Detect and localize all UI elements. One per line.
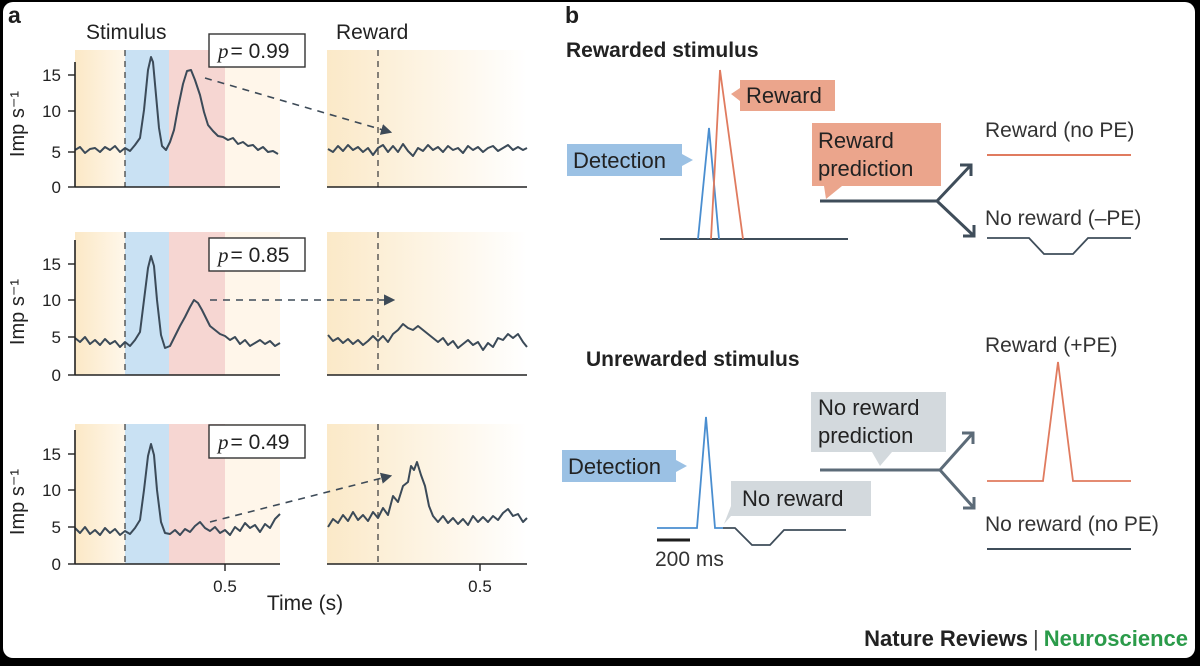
rewarded-fork-up-arrow [935, 163, 973, 203]
unrewarded-no-reward-label: No reward [742, 486, 843, 511]
row-3-reward-trace [327, 461, 528, 528]
panel-a-letter: a [8, 2, 21, 28]
no-reward-prediction-line1: No reward [818, 395, 919, 420]
row-2-ytick-10: 10 [42, 291, 61, 310]
rewarded-outcome-bottom-trace [987, 237, 1131, 255]
row-2-ytick-5: 5 [52, 328, 61, 347]
rewarded-fork-down-arrow [935, 199, 976, 238]
rewarded-detection-spike [697, 127, 720, 240]
row-1-value-window [169, 50, 225, 187]
row-1-reward-trace [327, 143, 528, 157]
reward-prediction-box [812, 123, 941, 186]
row-3-ytick-10: 10 [42, 481, 61, 500]
unrewarded-title: Unrewarded stimulus [586, 348, 800, 371]
panel-b-letter: b [565, 2, 579, 28]
row-3-stimulus-trace [74, 443, 281, 536]
row-1-baseline-bg [75, 50, 125, 187]
unrewarded-fork-up-arrow [938, 431, 975, 471]
row-1-reward-bg [327, 50, 527, 187]
unrewarded-fork-down-arrow [938, 468, 976, 510]
unrewarded-outcome-top-label: Reward (+PE) [985, 334, 1117, 357]
row-2-probability-box [208, 237, 306, 272]
row-3-ytick-15: 15 [42, 445, 61, 464]
row-3-ytick-0: 0 [52, 555, 61, 574]
row-3-arrow [209, 472, 393, 523]
reward-prediction-pointer [824, 186, 842, 199]
unrewarded-no-reward-box [731, 481, 871, 516]
row-1-ytick-5: 5 [52, 143, 61, 162]
row-1-post-bg [225, 50, 280, 187]
row-1-ytick-10: 10 [42, 102, 61, 121]
row-1-ylabel: Imp s⁻¹ [7, 91, 29, 157]
unrewarded-detection-label: Detection [568, 454, 661, 479]
row-3: 0 5 10 15 Imp s⁻¹ p= 0.49 [7, 424, 528, 574]
rewarded-detection-box [567, 144, 693, 176]
reward-header: Reward [336, 21, 408, 44]
no-reward-prediction-pointer [872, 452, 892, 466]
row-3-ytick-5: 5 [52, 518, 61, 537]
row-2-reward-trace [327, 323, 528, 351]
scale-bar-label: 200 ms [655, 548, 724, 571]
rewarded-detection-label: Detection [573, 148, 666, 173]
x-axis-label: Time (s) [267, 592, 343, 615]
row-2-detection-window [125, 232, 169, 375]
rewarded-reward-box [731, 80, 835, 111]
row-1-probability-label: p= 0.99 [216, 39, 289, 63]
row-1-ytick-15: 15 [42, 66, 61, 85]
row-2-ytick-0: 0 [52, 366, 61, 385]
journal-credit: Nature Reviews|Neuroscience [864, 626, 1188, 651]
unrewarded-detection-spike [657, 416, 723, 529]
row-2-stimulus-trace [74, 255, 281, 349]
no-reward-prediction-box [811, 392, 946, 452]
row-1-probability-box [208, 33, 306, 68]
rewarded-reward-spike [710, 69, 744, 240]
row-3-probability-label: p= 0.49 [216, 430, 289, 454]
row-1-ytick-0: 0 [52, 178, 61, 197]
rewarded-title: Rewarded stimulus [566, 39, 759, 62]
row-2: 0 5 10 15 Imp s⁻¹ p= 0.85 [7, 232, 528, 385]
rewarded-reward-label: Reward [746, 83, 822, 108]
row-2-probability-label: p= 0.85 [216, 243, 289, 267]
rewarded-stimulus-schematic: Rewarded stimulus Detection Reward Rewar… [566, 39, 1141, 255]
no-reward-prediction-line2: prediction [818, 423, 913, 448]
rewarded-outcome-top-label: Reward (no PE) [985, 119, 1134, 142]
right-xtick-label: 0.5 [468, 577, 492, 596]
reward-prediction-line2: prediction [818, 156, 913, 181]
stimulus-header: Stimulus [86, 21, 167, 44]
rewarded-outcome-bottom-label: No reward (–PE) [985, 207, 1141, 230]
row-1: 0 5 10 15 Imp s⁻¹ p= 0.99 [7, 33, 528, 197]
unrewarded-outcome-top-trace [987, 361, 1131, 482]
unrewarded-detection-box [562, 450, 687, 482]
reward-prediction-line1: Reward [818, 128, 894, 153]
unrewarded-stimulus-schematic: Unrewarded stimulus Detection No reward … [562, 334, 1159, 571]
row-2-ylabel: Imp s⁻¹ [7, 279, 29, 345]
unrewarded-outcome-bottom-label: No reward (no PE) [985, 513, 1159, 536]
row-3-probability-box [208, 424, 306, 459]
row-3-detection-window [125, 424, 169, 564]
row-1-stimulus-trace [74, 56, 279, 155]
unrewarded-no-reward-trace [723, 527, 846, 546]
row-2-ytick-15: 15 [42, 255, 61, 274]
left-xtick-label: 0.5 [213, 577, 237, 596]
row-3-ylabel: Imp s⁻¹ [7, 469, 29, 535]
row-1-arrow [204, 77, 393, 135]
